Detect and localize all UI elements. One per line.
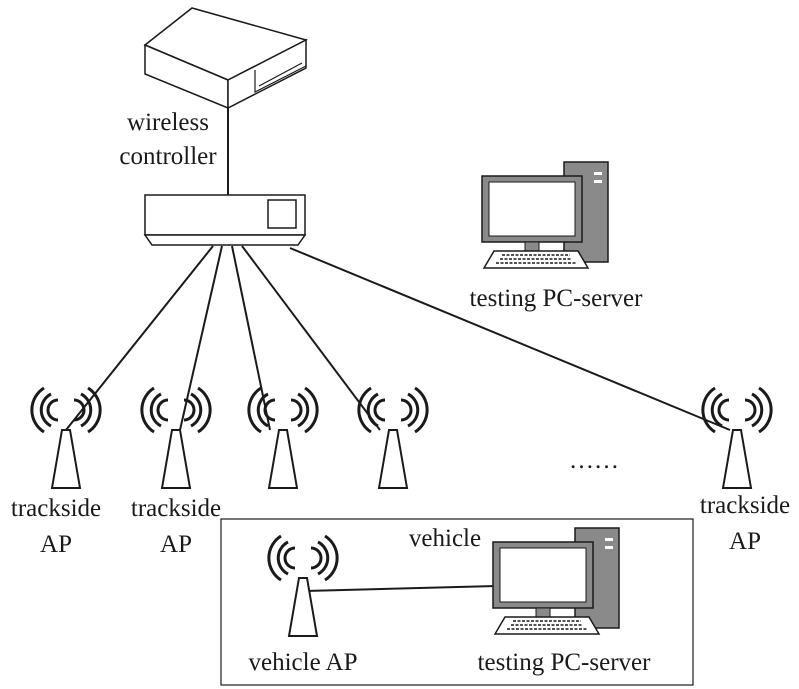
testing-pc-server-top — [481, 161, 609, 269]
label-trackside-ap-2-line2: AP — [160, 531, 192, 558]
label-testing-pc-vehicle: testing PC-server — [478, 649, 652, 676]
label-wireless: wireless — [127, 109, 209, 136]
switch-device — [143, 194, 307, 246]
vehicle-ap-antenna — [267, 534, 339, 638]
vehicle-link — [304, 585, 497, 592]
label-vehicle-ap: vehicle AP — [248, 649, 357, 676]
wireless-controller-device — [143, 7, 309, 110]
label-trackside-ap-1-line2: AP — [40, 531, 72, 558]
label-trackside-ap-2-line1: trackside — [131, 495, 221, 522]
label-ellipsis: …… — [569, 447, 619, 474]
trackside-ap-4-antenna — [357, 386, 429, 490]
label-trackside-ap-last-line2: AP — [729, 528, 761, 555]
trackside-ap-2-antenna — [140, 386, 212, 490]
testing-pc-server-vehicle — [492, 527, 620, 635]
trackside-ap-1-antenna — [30, 386, 102, 490]
label-controller: controller — [119, 143, 217, 170]
label-testing-pc-top: testing PC-server — [470, 285, 644, 312]
trackside-ap-last-antenna — [701, 386, 773, 490]
switch-ap-links — [65, 245, 731, 431]
label-trackside-ap-1-line1: trackside — [11, 495, 101, 522]
vehicle-frame — [220, 518, 694, 686]
label-vehicle: vehicle — [409, 525, 481, 552]
label-trackside-ap-last-line1: trackside — [700, 492, 790, 519]
trackside-ap-3-antenna — [247, 386, 319, 490]
